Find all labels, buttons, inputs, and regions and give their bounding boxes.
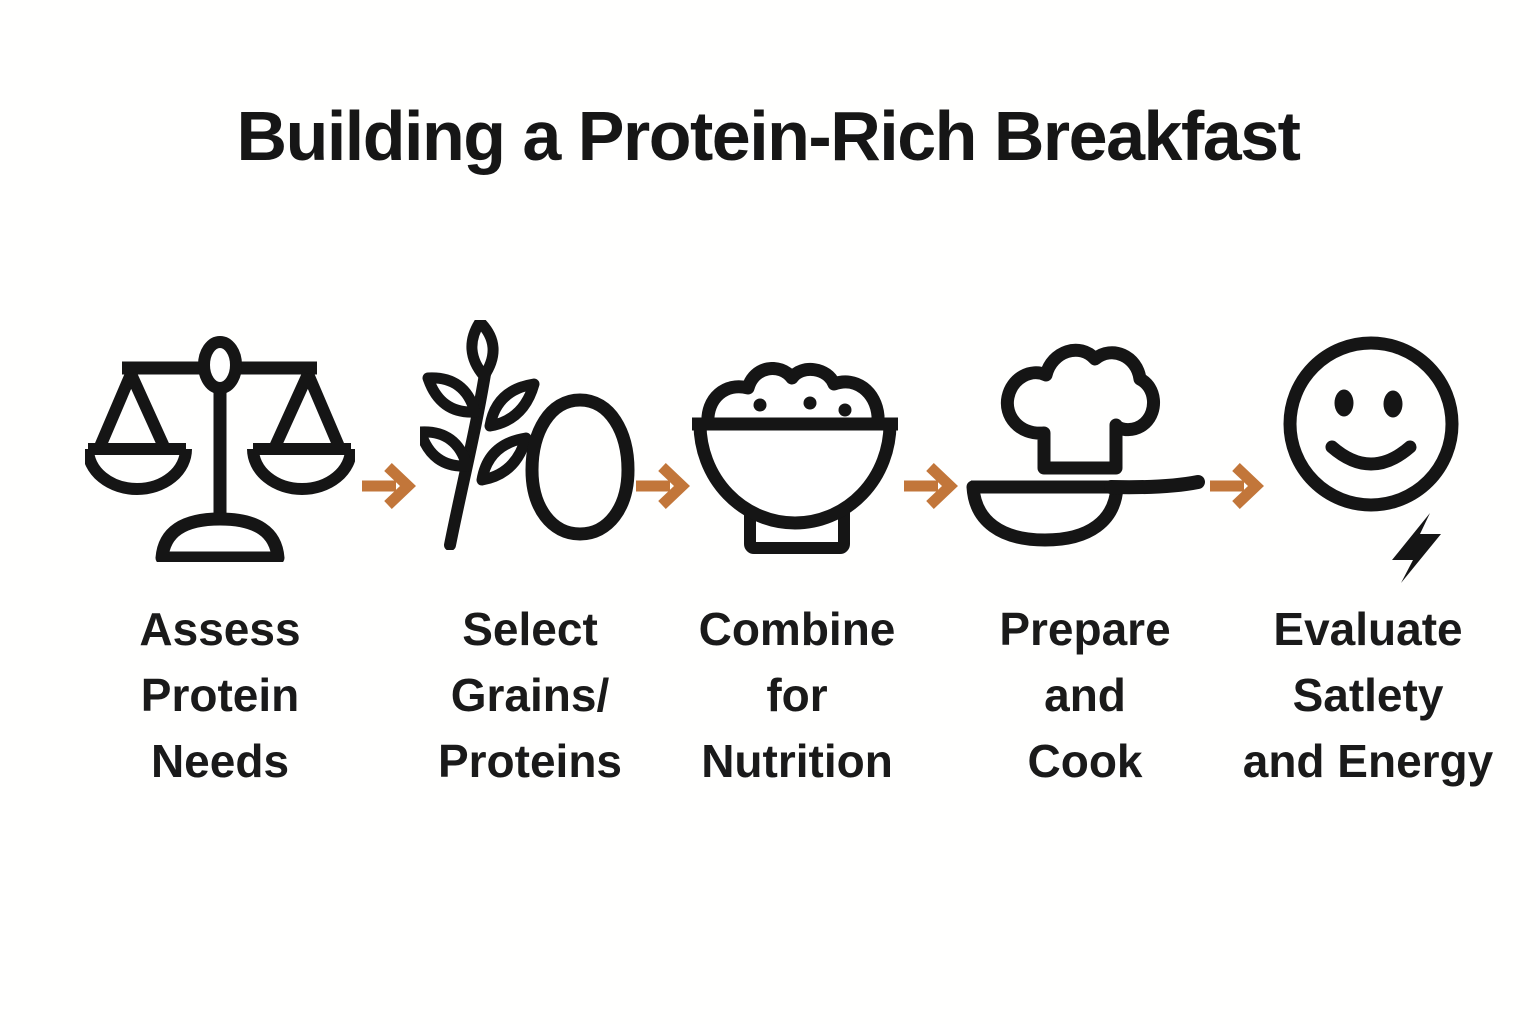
flow-arrow-icon (1210, 463, 1264, 509)
flow-arrow-icon (636, 463, 690, 509)
step-label-line: Select (462, 603, 598, 655)
flow-arrow-icon (904, 463, 958, 509)
page-title: Building a Protein-Rich Breakfast (236, 97, 1301, 175)
step-label: Evaluate Satlety and Energy (1208, 596, 1528, 794)
step-label-line: Satlety (1292, 669, 1444, 721)
step-label-line: Cook (1027, 735, 1143, 787)
step-label: Select Grains/ Proteins (370, 596, 690, 794)
step-label-line: Proteins (437, 735, 623, 787)
step-label-line: Assess (139, 603, 301, 655)
step-label-line: Prepare (999, 603, 1171, 655)
wheat-and-egg-icon (420, 320, 635, 550)
flow-arrow-icon (362, 463, 416, 509)
step-label-line: Needs (150, 735, 290, 787)
step-label-line: and (1044, 669, 1126, 721)
step-evaluate-satiety-energy: Evaluate Satlety and Energy (1208, 320, 1528, 800)
step-label: Combine for Nutrition (637, 596, 957, 794)
step-label-line: for (766, 669, 828, 721)
step-combine-for-nutrition: Combine for Nutrition (637, 320, 957, 800)
smiley-energy-icon (1283, 336, 1459, 583)
step-label-line: Nutrition (701, 735, 893, 787)
step-label-line: Combine (698, 603, 896, 655)
balance-scale-icon (85, 336, 355, 562)
step-label-line: Evaluate (1273, 603, 1463, 655)
step-label: Prepare and Cook (925, 596, 1245, 794)
food-bowl-icon (692, 362, 898, 554)
step-select-grains-proteins: Select Grains/ Proteins (370, 320, 690, 800)
step-label-line: Grains/ (450, 669, 610, 721)
step-label: Assess Protein Needs (60, 596, 380, 794)
chef-hat-pan-icon (966, 343, 1205, 547)
step-label-line: and Energy (1242, 735, 1494, 787)
step-prepare-and-cook: Prepare and Cook (925, 320, 1245, 800)
step-assess-protein-needs: Assess Protein Needs (60, 320, 380, 800)
step-label-line: Protein (140, 669, 300, 721)
